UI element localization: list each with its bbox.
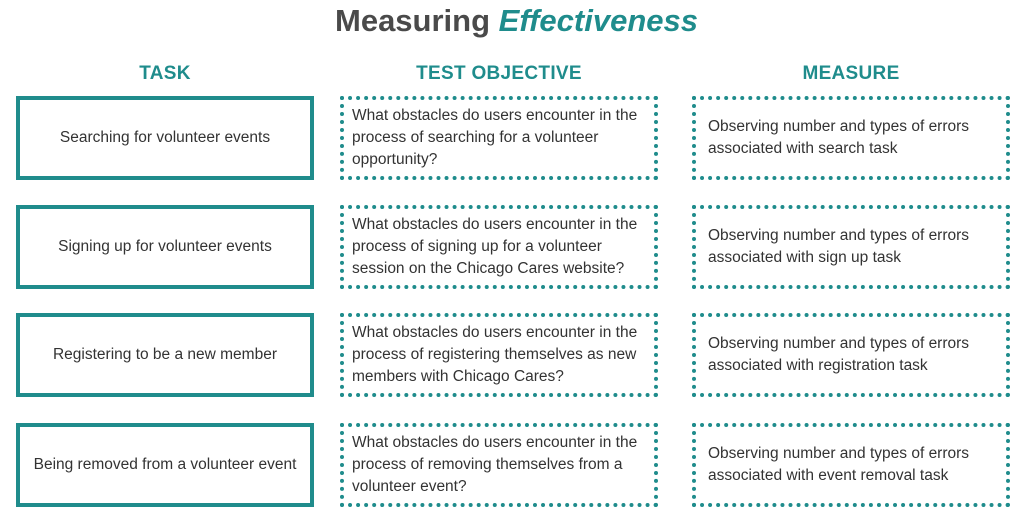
objective-text: What obstacles do users encounter in the… [352, 216, 638, 277]
objective-box-3: What obstacles do users encounter in the… [340, 313, 658, 397]
measure-text: Observing number and types of errors ass… [708, 227, 970, 266]
task-text: Being removed from a volunteer event [33, 456, 297, 473]
task-box-3: Registering to be a new member [16, 313, 314, 397]
task-box-1: Searching for volunteer events [16, 96, 314, 180]
measure-box-4: Observing number and types of errors ass… [692, 423, 1010, 507]
task-text: Registering to be a new member [52, 346, 277, 363]
measure-box-1: Observing number and types of errors ass… [692, 96, 1010, 180]
objective-box-1: What obstacles do users encounter in the… [340, 96, 658, 180]
task-box-2: Signing up for volunteer events [16, 205, 314, 289]
objective-box-2: What obstacles do users encounter in the… [340, 205, 658, 289]
objective-box-4: What obstacles do users encounter in the… [340, 423, 658, 507]
measure-text: Observing number and types of errors ass… [708, 445, 970, 484]
measure-box-3: Observing number and types of errors ass… [692, 313, 1010, 397]
measure-column-header: MEASURE [802, 63, 900, 84]
measure-text: Observing number and types of errors ass… [708, 335, 970, 374]
objective-text: What obstacles do users encounter in the… [352, 107, 638, 168]
task-box-4: Being removed from a volunteer event [16, 423, 314, 507]
objective-text: What obstacles do users encounter in the… [352, 434, 638, 495]
task-column-header: TASK [139, 63, 191, 84]
objective-column-header: TEST OBJECTIVE [416, 63, 582, 84]
task-text: Searching for volunteer events [59, 129, 271, 146]
title-accent: Effectiveness [498, 3, 698, 38]
task-text: Signing up for volunteer events [58, 238, 272, 255]
page-title: Measuring Effectiveness [0, 3, 1033, 39]
objective-text: What obstacles do users encounter in the… [352, 324, 638, 385]
title-prefix: Measuring [335, 3, 491, 38]
measure-box-2: Observing number and types of errors ass… [692, 205, 1010, 289]
measure-text: Observing number and types of errors ass… [708, 118, 970, 157]
